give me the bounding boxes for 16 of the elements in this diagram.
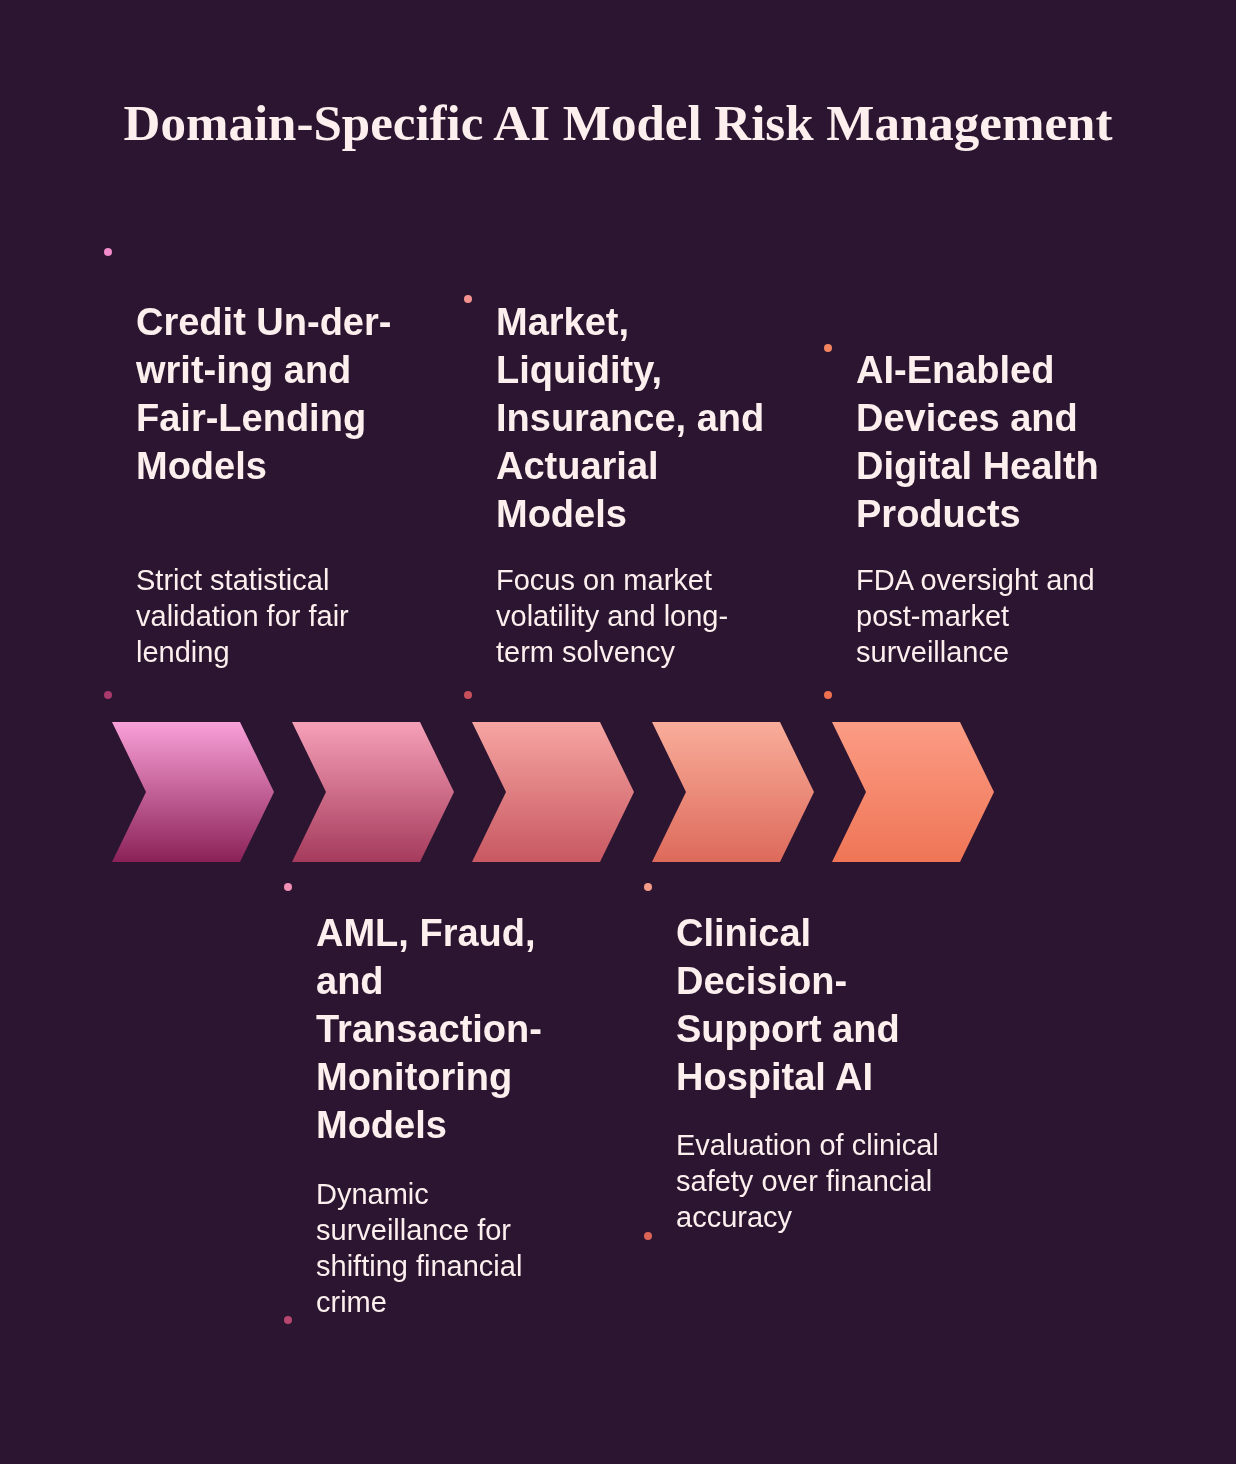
diagram-title: Domain-Specific AI Model Risk Management bbox=[123, 94, 1113, 153]
process-step bbox=[652, 722, 814, 862]
process-step bbox=[832, 722, 994, 862]
step-description: Dynamic surveillance for shifting financial crime bbox=[316, 1177, 524, 1320]
step-description: Strict statistical validation for fair lending bbox=[136, 563, 350, 670]
step-description: Focus on market volatility and long-term solvency bbox=[496, 563, 730, 670]
step-description: FDA oversight and post-market surveillance bbox=[856, 563, 1096, 670]
step-description: Evaluation of clinical safety over financial accuracy bbox=[676, 1128, 940, 1235]
step-heading: Credit Un-der-writ-ing and Fair-Lending Models bbox=[136, 300, 393, 489]
step-heading: Market, Liquidity, Insurance, and Actuarial Models bbox=[496, 300, 766, 537]
step-heading: AML, Fraud, and Transaction-Monitoring Models bbox=[316, 911, 543, 1148]
process-step bbox=[112, 722, 274, 862]
step-heading: Clinical Decision-Support and Hospital AI bbox=[676, 911, 901, 1100]
process-step bbox=[292, 722, 454, 862]
step-heading: AI-Enabled Devices and Digital Health Products bbox=[856, 348, 1100, 537]
process-step bbox=[472, 722, 634, 862]
